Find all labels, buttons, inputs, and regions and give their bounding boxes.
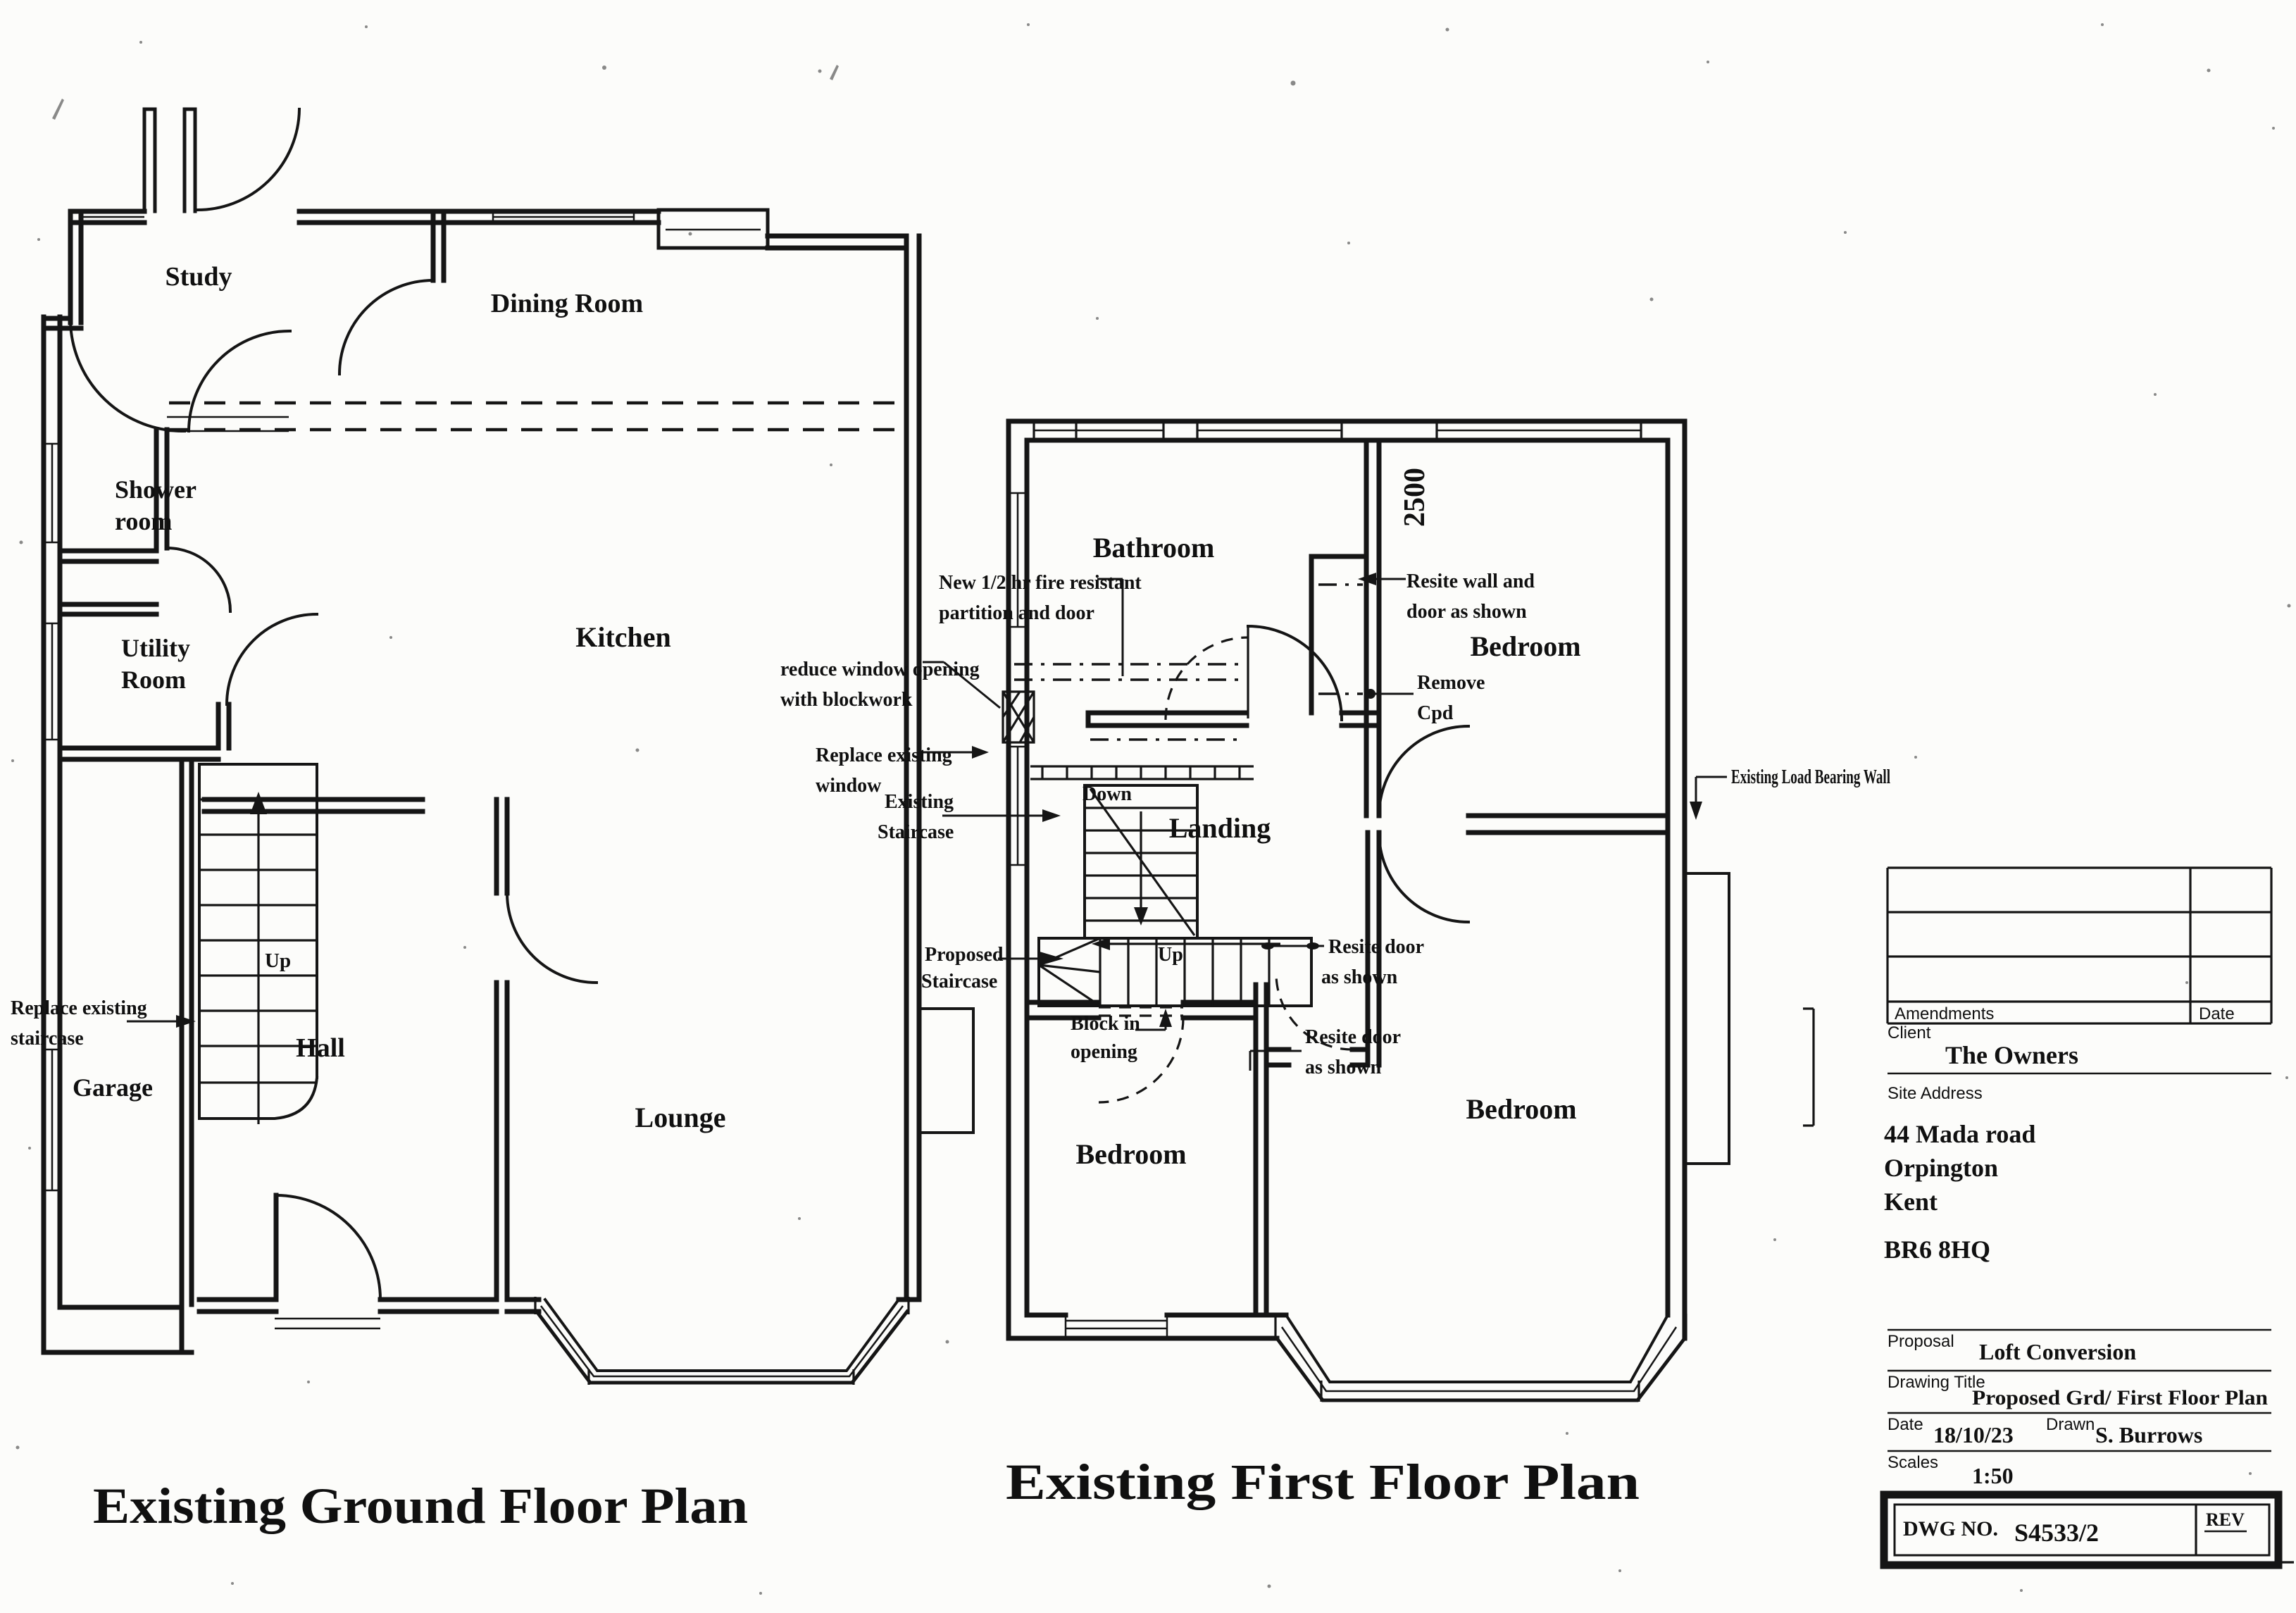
removed-wall-dashed-line (169, 401, 901, 432)
annotation-resite-door-upper-line2: as shown (1321, 966, 1398, 988)
blockwork-hatch (1002, 690, 1035, 744)
annotation-existing-staircase-line2: Staircase (878, 821, 954, 843)
annotation-existing-staircase-line1: Existing (885, 791, 954, 813)
annotation-replace-staircase-line1: Replace existing (11, 997, 147, 1019)
annotation-proposed-staircase-line2: Staircase (921, 971, 997, 992)
annotation-replace-window-line2: window (816, 775, 882, 797)
down-arrowhead (1134, 907, 1148, 926)
up-arrowhead-first (1092, 938, 1110, 950)
drawn-value: S. Burrows (2095, 1422, 2202, 1447)
site-address-line2: Orpington (1884, 1154, 1998, 1182)
lounge-chimney-jog (918, 1007, 975, 1134)
existing-staircase (1083, 784, 1199, 940)
annotation-reduce-window-line2: with blockwork (780, 689, 913, 711)
scales-value: 1:50 (1972, 1463, 2014, 1488)
site-address-line1: 44 Mada road (1884, 1120, 2035, 1148)
scan-noise-speckles (11, 23, 2291, 1595)
up-arrowhead (250, 792, 267, 814)
annotation-resite-door-upper-line1: Resite door (1328, 936, 1424, 958)
room-label-shower-line1: Shower (115, 475, 196, 504)
door-swing-arcs-first (1246, 624, 1471, 924)
room-label-bedroom-bottom-left: Bedroom (1075, 1138, 1186, 1170)
dashed-door-swings (1098, 636, 1353, 1104)
annotation-load-bearing-wall: Existing Load Bearing Wall (1731, 766, 1890, 788)
amendments-table: Amendments Date (1886, 866, 2273, 1025)
landing-balustrade (1030, 765, 1254, 780)
room-label-study: Study (165, 262, 232, 292)
room-label-shower-line2: room (115, 507, 172, 535)
date-value: 18/10/23 (1933, 1422, 2014, 1447)
annotation-resite-wall-line1: Resite wall and (1406, 571, 1535, 592)
dimension-bracket (1803, 1007, 1815, 1127)
client-name: The Owners (1945, 1041, 2078, 1069)
right-wall-projection (1683, 872, 1730, 1165)
room-label-garage: Garage (73, 1073, 153, 1102)
annotation-remove-cpd-line2: Cpd (1417, 702, 1454, 724)
first-floor-bay-window (1274, 1313, 1687, 1402)
lounge-bay-window (534, 1297, 910, 1385)
site-address-line3: Kent (1884, 1188, 1938, 1216)
dimension-2500: 2500 (1399, 468, 1431, 527)
drawing-title-label: Drawing Title (1888, 1373, 1985, 1392)
chimney-breast (656, 208, 770, 250)
annotation-new-partition-line2: partition and door (939, 602, 1094, 624)
stair-down-label: Down (1083, 783, 1132, 805)
first-floor-exterior-walls (1006, 418, 1687, 1341)
scales-label: Scales (1888, 1453, 1938, 1472)
proposal-value: Loft Conversion (1979, 1339, 2136, 1364)
ground-floor-title: Existing Ground Floor Plan (93, 1478, 748, 1534)
annotation-leaders-first (921, 573, 1727, 1071)
drawing-title-value: Proposed Grd/ First Floor Plan (1972, 1386, 2268, 1409)
date-label: Date (1888, 1415, 1923, 1434)
room-label-bathroom: Bathroom (1093, 532, 1215, 563)
site-address-label: Site Address (1888, 1084, 1983, 1103)
annotation-block-opening-line1: Block in (1071, 1013, 1140, 1035)
dwg-no-label: DWG NO. (1903, 1517, 1998, 1540)
room-label-landing: Landing (1169, 812, 1271, 844)
site-address-line4: BR6 8HQ (1884, 1235, 1990, 1264)
porch-canopy-walls (142, 107, 197, 213)
stair-up-label-ground: Up (265, 949, 291, 972)
annotation-resite-wall-line2: door as shown (1406, 601, 1527, 623)
first-floor-title: Existing First Floor Plan (1006, 1454, 1640, 1510)
ground-floor-plan: Study Dining Room Shower room Utility Ro… (11, 107, 975, 1534)
first-floor-plan: Bathroom Bedroom Landing Bedroom Bedroom… (780, 418, 1890, 1510)
annotation-resite-door-lower-line1: Resite door (1305, 1026, 1401, 1048)
annotation-reduce-window-line1: reduce window opening (780, 659, 980, 680)
room-label-hall: Hall (296, 1033, 345, 1063)
client-label: Client (1888, 1023, 1931, 1042)
amendments-header: Amendments (1895, 1004, 1994, 1023)
date-column-header: Date (2199, 1004, 2235, 1023)
room-label-lounge: Lounge (635, 1102, 726, 1133)
room-label-bedroom-top-right: Bedroom (1470, 630, 1580, 662)
drawn-label: Drawn (2046, 1415, 2095, 1434)
window-glazing-first (1009, 429, 1641, 1338)
annotation-replace-window-line1: Replace existing (816, 745, 952, 766)
ground-staircase (198, 763, 319, 1124)
annotation-new-partition-line1: New 1/2 hr fire resistant (939, 572, 1142, 594)
room-label-utility-line1: Utility (121, 634, 190, 662)
room-label-utility-line2: Room (121, 666, 186, 694)
door-swing-arcs-ground (68, 107, 599, 1302)
thresholds-and-glazing-ground (44, 211, 761, 1330)
annotation-block-opening-line2: opening (1071, 1041, 1137, 1063)
proposal-label: Proposal (1888, 1332, 1954, 1351)
ground-floor-walls (41, 208, 922, 1355)
first-floor-internal-walls (1025, 437, 1671, 1318)
annotation-resite-door-lower-line2: as shown (1305, 1057, 1382, 1078)
title-block: Amendments Date Client The Owners Site A… (1880, 866, 2296, 1569)
room-label-kitchen: Kitchen (575, 621, 671, 653)
annotation-replace-staircase-line2: staircase (11, 1028, 84, 1050)
proposed-staircase (1037, 937, 1313, 1007)
dwg-no-value: S4533/2 (2014, 1519, 2099, 1547)
annotation-proposed-staircase-line1: Proposed (925, 944, 1004, 966)
annotation-remove-cpd-line1: Remove (1417, 672, 1485, 694)
room-label-dining: Dining Room (491, 289, 643, 318)
dwg-number-box: DWG NO. S4533/2 REV (1880, 1490, 2283, 1569)
room-label-bedroom-bottom-right: Bedroom (1466, 1093, 1576, 1125)
rev-label: REV (2206, 1509, 2245, 1530)
stair-up-label-first: Up (1158, 944, 1183, 966)
